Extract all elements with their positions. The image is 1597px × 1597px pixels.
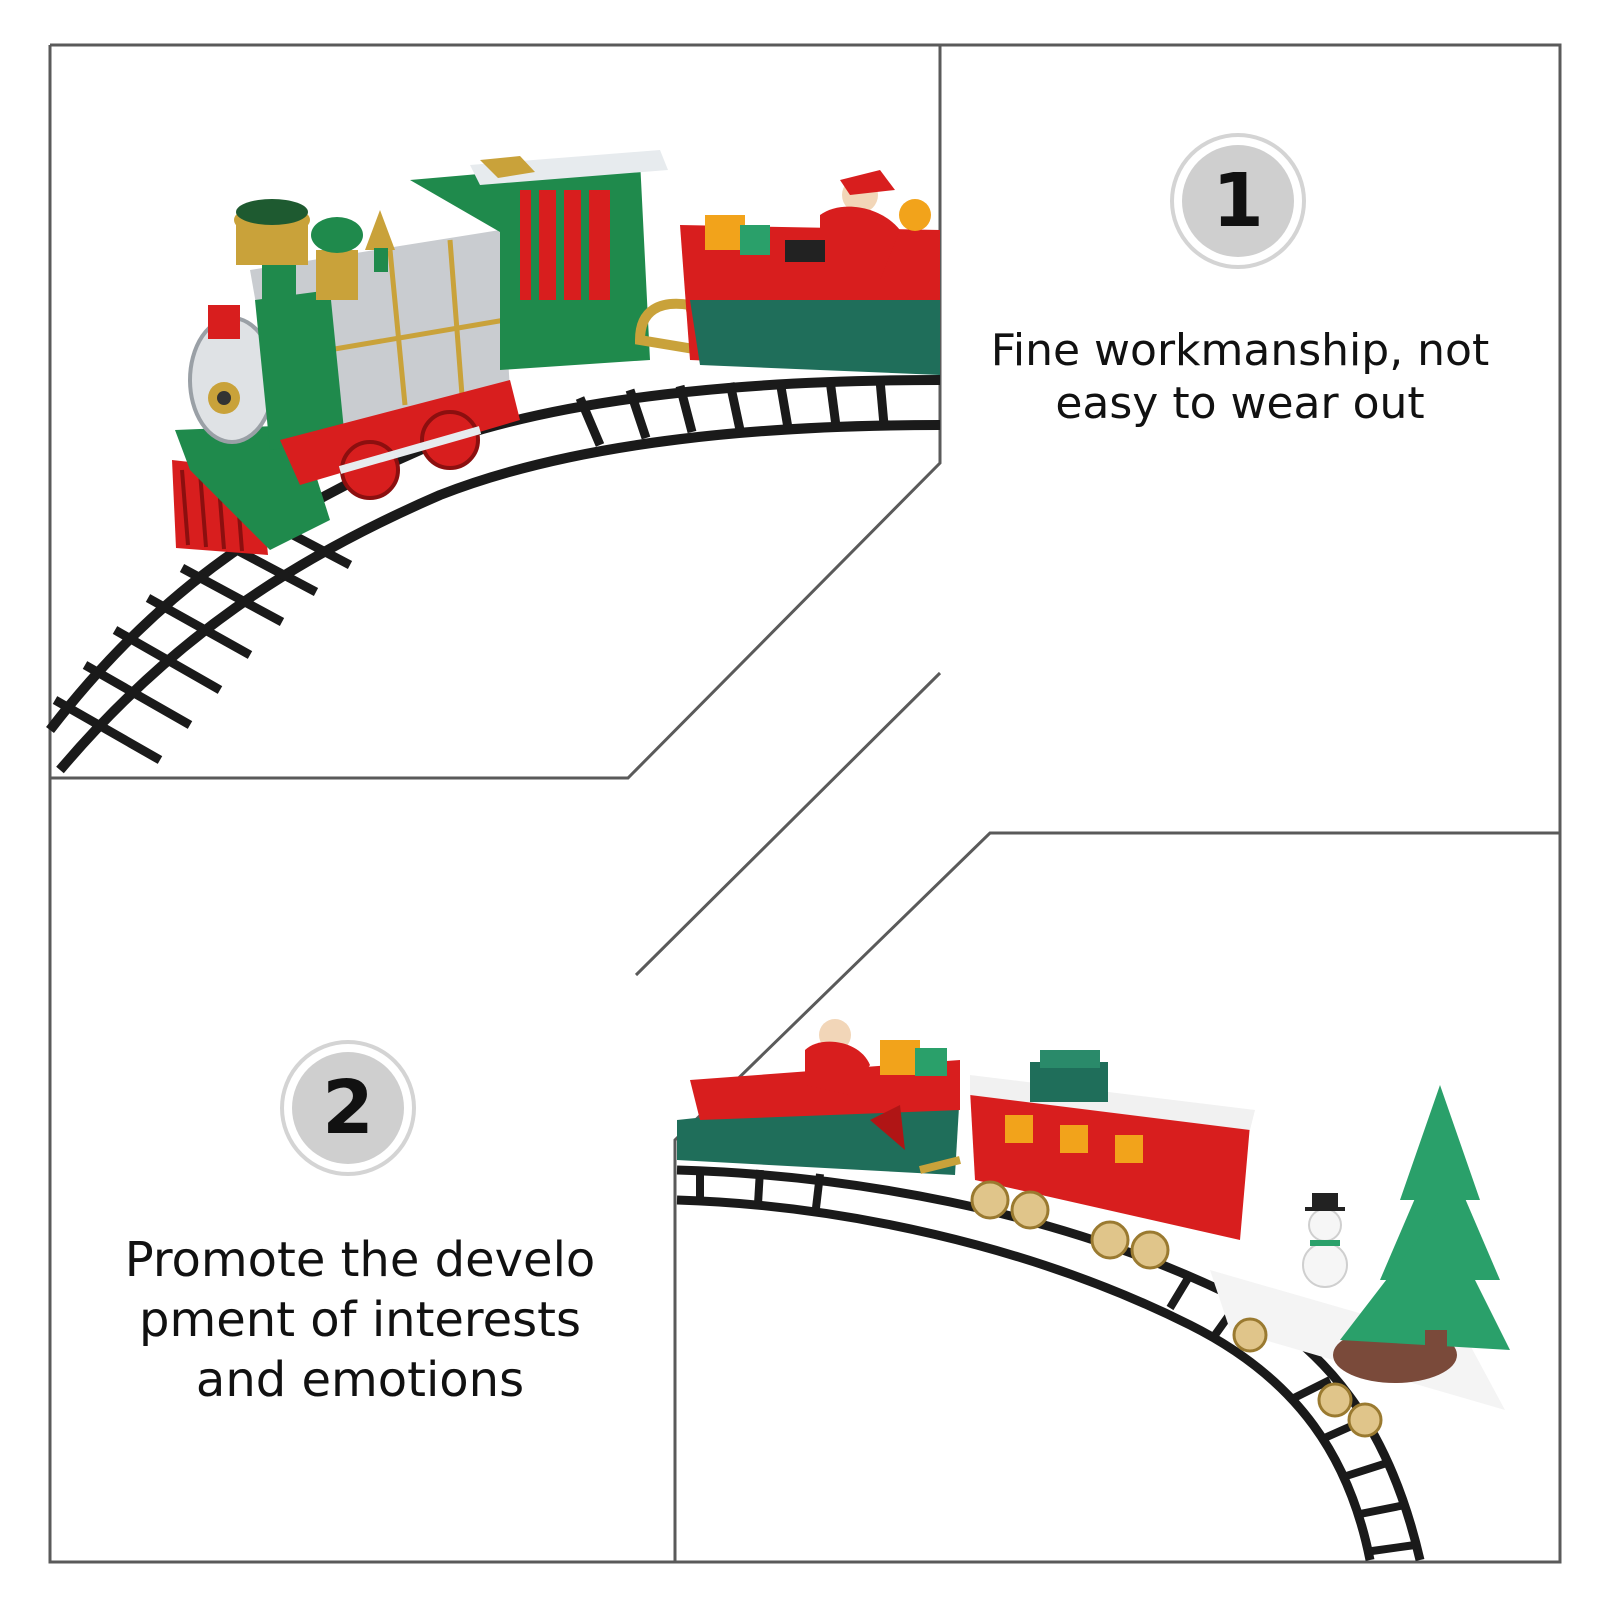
caption-line: and emotions: [195, 1352, 525, 1408]
badge-number-1: 1: [1182, 145, 1294, 257]
panel-outlines: [48, 43, 1562, 1564]
track-bottom: [676, 1165, 1425, 1562]
feature-2-caption: Promote the develo pment of interests an…: [60, 1230, 660, 1410]
snowman-icon: [1302, 1193, 1348, 1288]
caption-line: Promote the develo: [124, 1232, 596, 1288]
caboose-car-icon: [970, 1050, 1255, 1270]
christmas-tree-icon: [1340, 1085, 1510, 1358]
top-left-photo: [46, 150, 941, 774]
badge-number-2: 2: [292, 1052, 404, 1164]
santa-sleigh-car-icon: [634, 170, 940, 375]
number-badge-2: 2: [280, 1040, 416, 1176]
caption-line: easy to wear out: [1055, 377, 1425, 429]
feature-1-caption: Fine workmanship, not easy to wear out: [950, 325, 1530, 431]
number-badge-1: 1: [1170, 133, 1306, 269]
caption-line: Fine workmanship, not: [990, 325, 1490, 376]
steam-locomotive-icon: [172, 150, 668, 555]
bottom-right-photo: [676, 1019, 1510, 1562]
caption-line: pment of interests: [139, 1292, 581, 1348]
santa-sleigh-car-icon: [677, 1019, 961, 1175]
